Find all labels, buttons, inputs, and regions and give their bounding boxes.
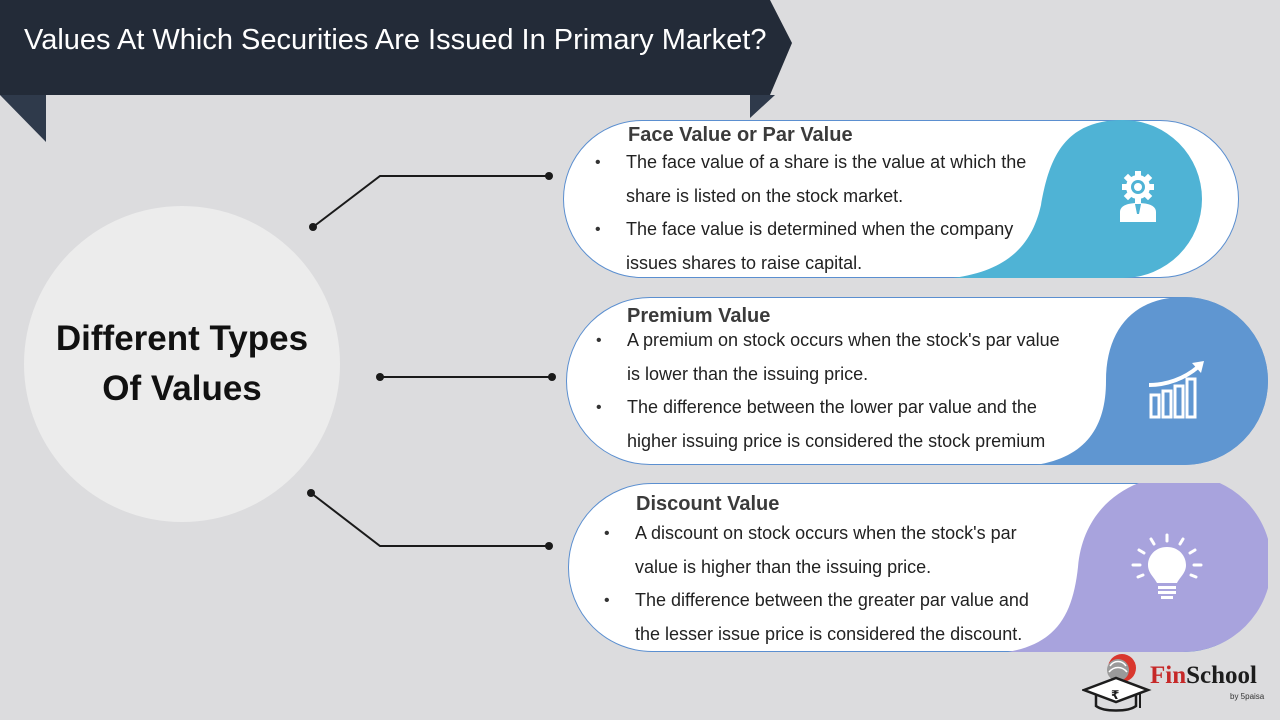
- bullet-item: The difference between the greater par v…: [604, 584, 1029, 651]
- bullet-item: The face value of a share is the value a…: [595, 146, 1026, 213]
- card-accent-shape: [1036, 297, 1268, 465]
- title-banner: Values At Which Securities Are Issued In…: [0, 0, 792, 142]
- center-topic-line-1: Different Types: [55, 319, 309, 358]
- logo-tagline: by 5paisa: [1230, 692, 1265, 701]
- card-accent-shape: [1008, 483, 1268, 652]
- bullet-list: A discount on stock occurs when the stoc…: [604, 517, 1029, 651]
- premium-value-card: Premium Value A premium on stock occurs …: [566, 297, 1268, 465]
- graduation-cap-icon: ₹: [1082, 654, 1152, 712]
- growth-chart-icon: [1146, 359, 1206, 419]
- logo-wordmark: FinSchool: [1150, 662, 1257, 689]
- svg-text:₹: ₹: [1111, 688, 1119, 702]
- bullet-item: A discount on stock occurs when the stoc…: [604, 517, 1029, 584]
- bullet-item: The face value is determined when the co…: [595, 213, 1026, 280]
- card-title: Discount Value: [636, 493, 780, 515]
- card-accent-shape: [953, 120, 1202, 278]
- bullet-list: The face value of a share is the value a…: [595, 146, 1026, 280]
- lightbulb-icon: [1130, 533, 1204, 601]
- bullet-list: A premium on stock occurs when the stock…: [596, 324, 1060, 458]
- bullet-item: The difference between the lower par val…: [596, 391, 1060, 458]
- engineer-gear-icon: [1115, 170, 1161, 222]
- page-title: Values At Which Securities Are Issued In…: [24, 24, 767, 56]
- card-title: Face Value or Par Value: [628, 124, 853, 146]
- card-title: Premium Value: [627, 305, 771, 327]
- face-value-card: Face Value or Par Value The face value o…: [563, 120, 1239, 278]
- bullet-item: A premium on stock occurs when the stock…: [596, 324, 1060, 391]
- center-topic-line-2: Of Values: [102, 369, 262, 408]
- discount-value-card: Discount Value A discount on stock occur…: [568, 483, 1268, 652]
- finschool-logo: ₹ FinSchool by 5paisa: [1082, 652, 1272, 716]
- center-topic-circle: Different Types Of Values: [24, 206, 340, 522]
